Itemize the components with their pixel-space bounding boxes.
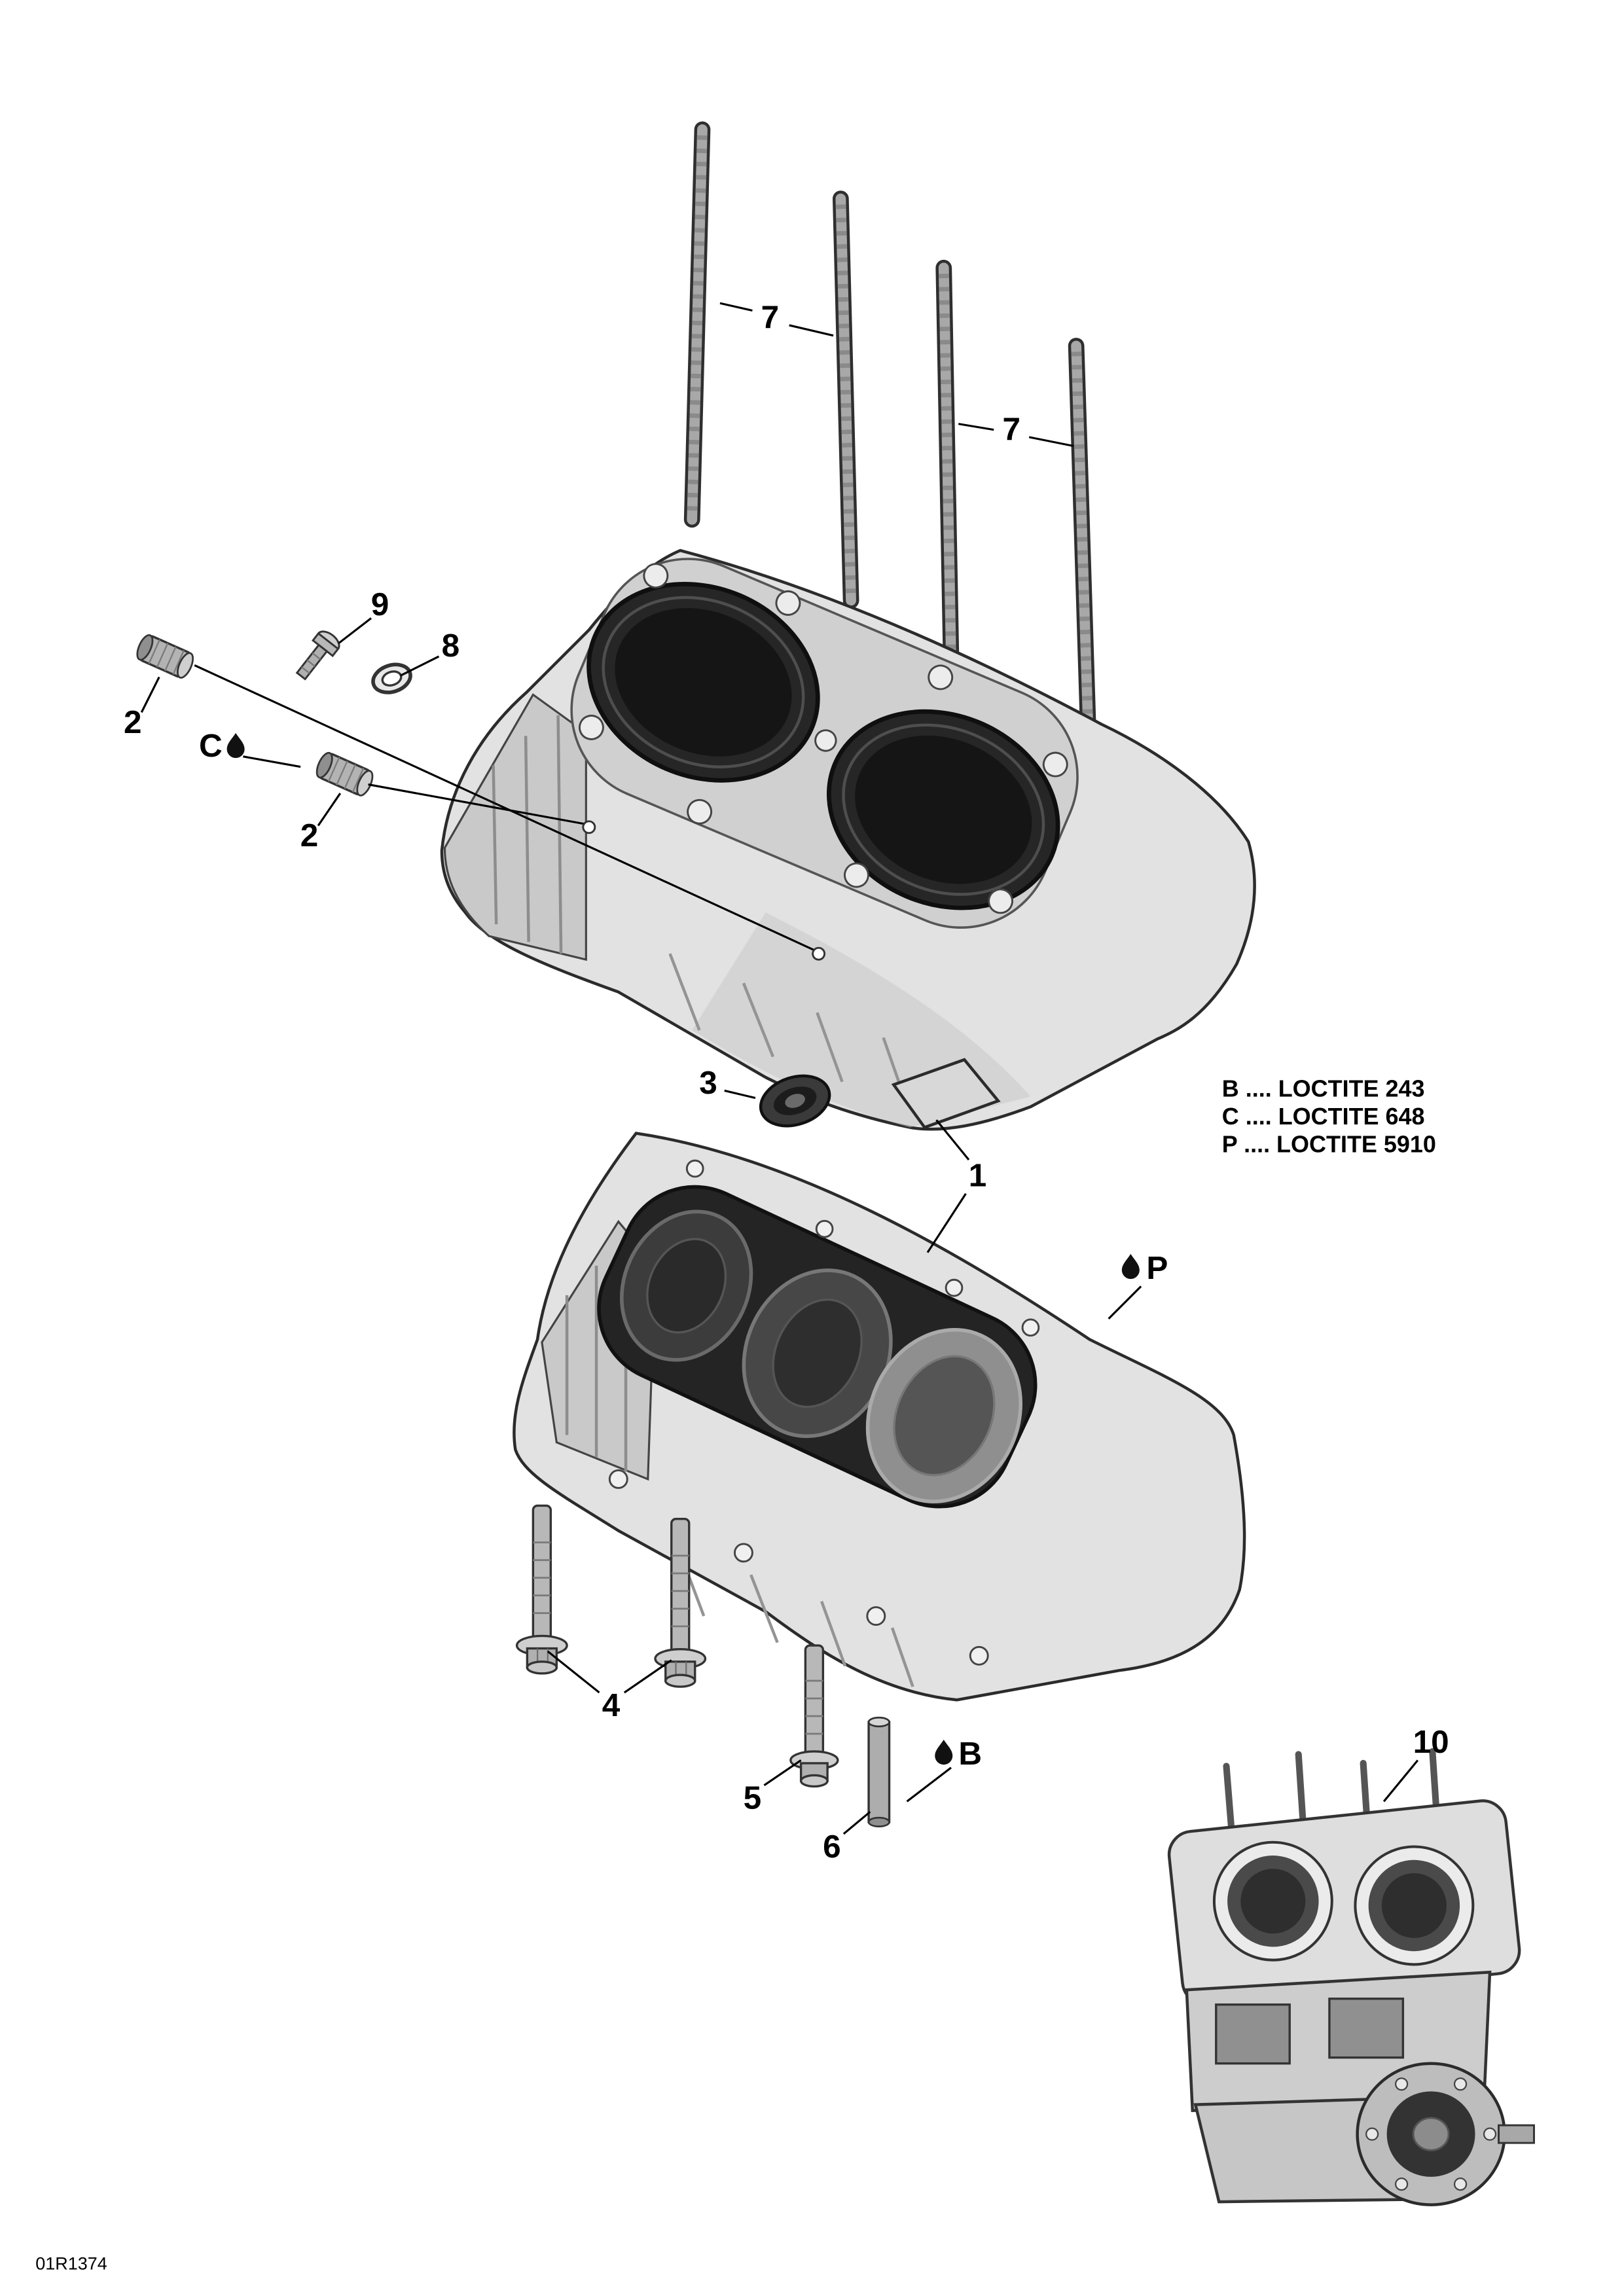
leader-line <box>842 1810 871 1835</box>
legend-line-p: P .... LOCTITE 5910 <box>1222 1131 1436 1158</box>
upper-case-ribs-bottom <box>668 953 907 1102</box>
upper-case-foot <box>891 1058 1001 1130</box>
plug-2-upper <box>133 632 198 681</box>
stud-7-2-core <box>835 193 856 606</box>
leader-lines <box>140 302 1419 1835</box>
callout-1: 1 <box>969 1157 987 1193</box>
bolt-4-1 <box>515 1504 568 1675</box>
loctite-droplet-icon <box>935 1739 953 1765</box>
legend-line-b: B .... LOCTITE 243 <box>1222 1075 1425 1102</box>
leader-line <box>317 793 342 827</box>
upper-case-left-face <box>443 693 587 961</box>
stud-7-1-core <box>687 124 708 525</box>
plug-position-line <box>194 664 816 952</box>
deck-stud-holes <box>578 563 1068 914</box>
leader-line <box>763 1759 802 1786</box>
callout-7-right: 7 <box>1002 411 1020 447</box>
cylinder-studs <box>683 121 1096 732</box>
loctite-p-label: P <box>1146 1250 1168 1286</box>
crank-cavity <box>597 1185 1038 1509</box>
callout-2-lower: 2 <box>300 817 319 853</box>
bolt-5 <box>789 1644 839 1788</box>
plug-position-line <box>368 783 586 825</box>
loctite-droplet-icon <box>1121 1253 1140 1280</box>
stud-7-3-core <box>938 262 956 665</box>
lower-case-bolt-holes <box>608 1159 1040 1666</box>
screw-9 <box>290 626 344 685</box>
cylinder-bore-1-inner <box>615 608 792 757</box>
leader-line <box>338 617 372 644</box>
callout-4: 4 <box>602 1687 621 1723</box>
stud-7-4-threads <box>1071 351 1094 719</box>
callout-10: 10 <box>1413 1724 1449 1760</box>
callout-7-left: 7 <box>761 299 780 335</box>
leader-line <box>400 655 440 677</box>
grommet-3 <box>759 1074 831 1128</box>
assembly-shaft-stub <box>1498 2124 1535 2144</box>
leader-line <box>926 1193 967 1253</box>
assembly-port-2 <box>1328 1998 1405 2059</box>
upper-case-ribs-left <box>492 715 563 954</box>
plug-hole-marker <box>812 946 826 961</box>
leader-line <box>719 302 753 312</box>
assembly-pto-flange <box>1356 2062 1535 2206</box>
lower-case-ribs-bottom <box>676 1545 914 1687</box>
callout-3: 3 <box>699 1065 717 1101</box>
leader-line <box>906 1767 952 1803</box>
callout-2-upper: 2 <box>124 704 142 740</box>
stud-7-4-core <box>1071 340 1094 730</box>
part-code: 01R1374 <box>35 2254 107 2274</box>
leader-line <box>243 755 301 768</box>
callout-5: 5 <box>744 1780 762 1816</box>
leader-line <box>958 423 994 431</box>
leader-line <box>1028 436 1074 447</box>
leader-line <box>935 1119 970 1160</box>
leader-line <box>1382 1759 1419 1803</box>
engine-assembly-10 <box>1167 1748 1535 2206</box>
leader-line <box>724 1089 756 1100</box>
legend-line-c: C .... LOCTITE 648 <box>1222 1103 1425 1130</box>
callout-labels: 7 7 9 8 2 2 3 1 4 5 6 10 <box>124 299 1449 1864</box>
callout-9: 9 <box>371 586 389 622</box>
loctite-legend: B .... LOCTITE 243 C .... LOCTITE 648 P … <box>1222 1075 1436 1157</box>
stud-7-1-threads <box>687 135 708 514</box>
leader-line <box>140 676 160 713</box>
loctite-b-label: B <box>958 1736 982 1772</box>
loctite-c-label: C <box>199 728 223 764</box>
leader-line <box>1108 1285 1142 1319</box>
upper-crankcase-half <box>440 548 1256 1131</box>
washer-8 <box>371 662 412 694</box>
dowel-pin-6 <box>867 1716 891 1828</box>
leader-line <box>547 1650 600 1694</box>
plug-hole-marker <box>582 820 596 834</box>
lower-crankcase-half <box>513 1132 1246 1702</box>
leader-line <box>789 324 834 337</box>
leader-line <box>623 1659 672 1694</box>
cylinder-bore-2-inner <box>855 735 1032 884</box>
plug-2-lower <box>312 749 377 799</box>
upper-cylinder-deck <box>570 558 1079 929</box>
loctite-droplet-icon <box>226 732 245 759</box>
callout-6: 6 <box>823 1829 841 1865</box>
loctite-marks: C P B <box>199 728 1168 1772</box>
assembly-port-1 <box>1215 2003 1291 2065</box>
callout-8: 8 <box>442 628 460 664</box>
